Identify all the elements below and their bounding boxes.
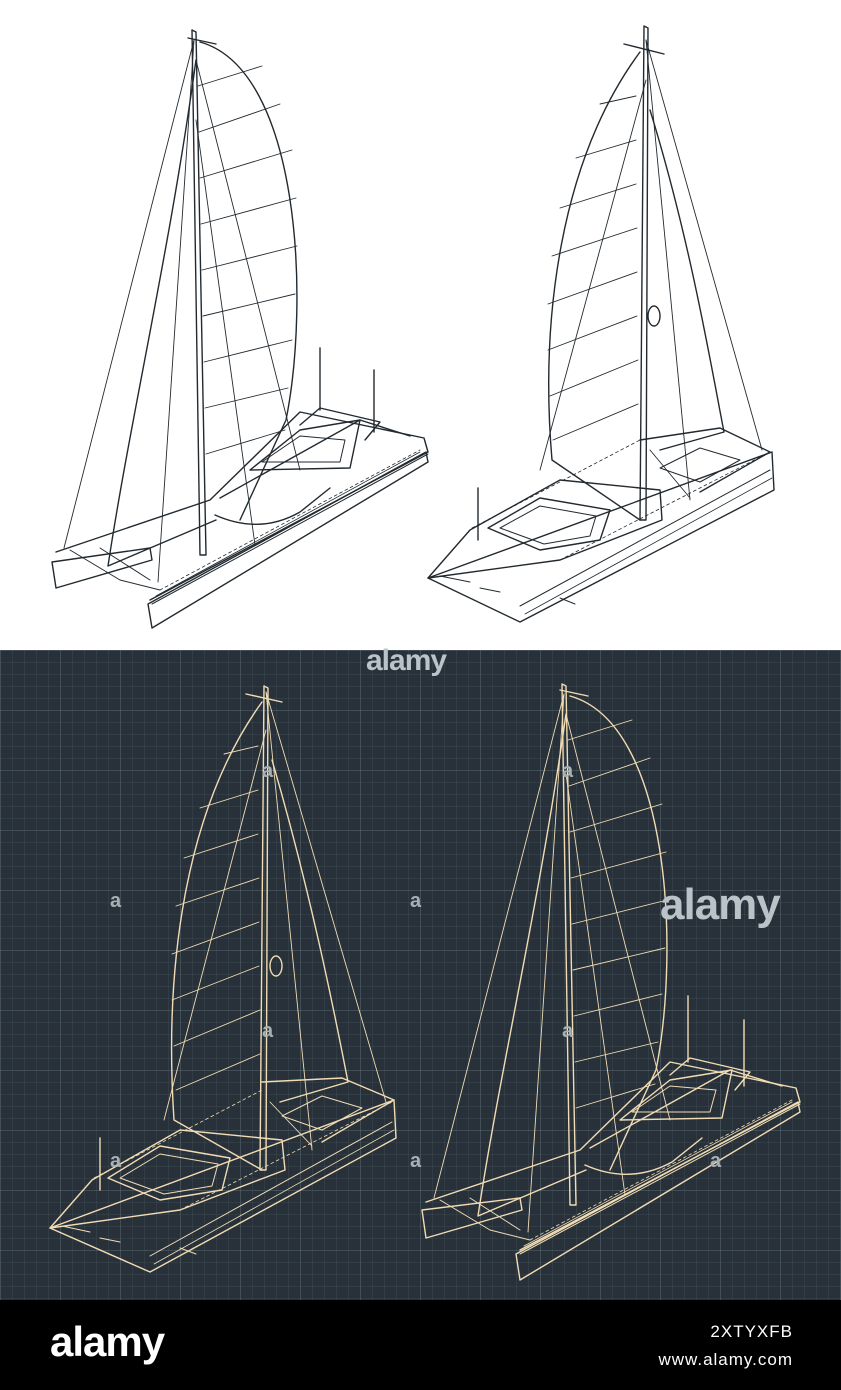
- watermark-tile: a: [562, 1020, 574, 1042]
- footer-logo: alamy: [50, 1318, 165, 1365]
- watermark-tile: a: [262, 1020, 274, 1042]
- light-drawing-panel: [0, 0, 841, 650]
- watermark-tile: a: [562, 760, 574, 782]
- catamaran-drawings-dark: [49, 683, 801, 1281]
- watermark-tile: a: [262, 760, 274, 782]
- watermark-logo-right: alamy: [660, 880, 781, 929]
- watermark-tile: a: [410, 890, 422, 912]
- watermark-tile: a: [110, 890, 122, 912]
- catamaran-right-dark: [421, 683, 801, 1281]
- catamaran-right-light: [427, 25, 775, 623]
- catamaran-left-dark: [49, 685, 397, 1273]
- stock-footer-bar: alamy 2XTYXFB www.alamy.com: [0, 1300, 841, 1390]
- catamaran-drawings-light: [51, 25, 775, 629]
- watermark-logo-top: alamy: [366, 644, 447, 677]
- footer-url: www.alamy.com: [658, 1350, 793, 1369]
- footer-image-id: 2XTYXFB: [710, 1322, 793, 1341]
- watermark-tile: a: [110, 1150, 122, 1172]
- dark-drawing-panel: alamy alamy a a a a a a a a a: [0, 644, 841, 1300]
- catamaran-left-light: [51, 29, 429, 629]
- watermark-tile: a: [710, 1150, 722, 1172]
- watermark-tile: a: [410, 1150, 422, 1172]
